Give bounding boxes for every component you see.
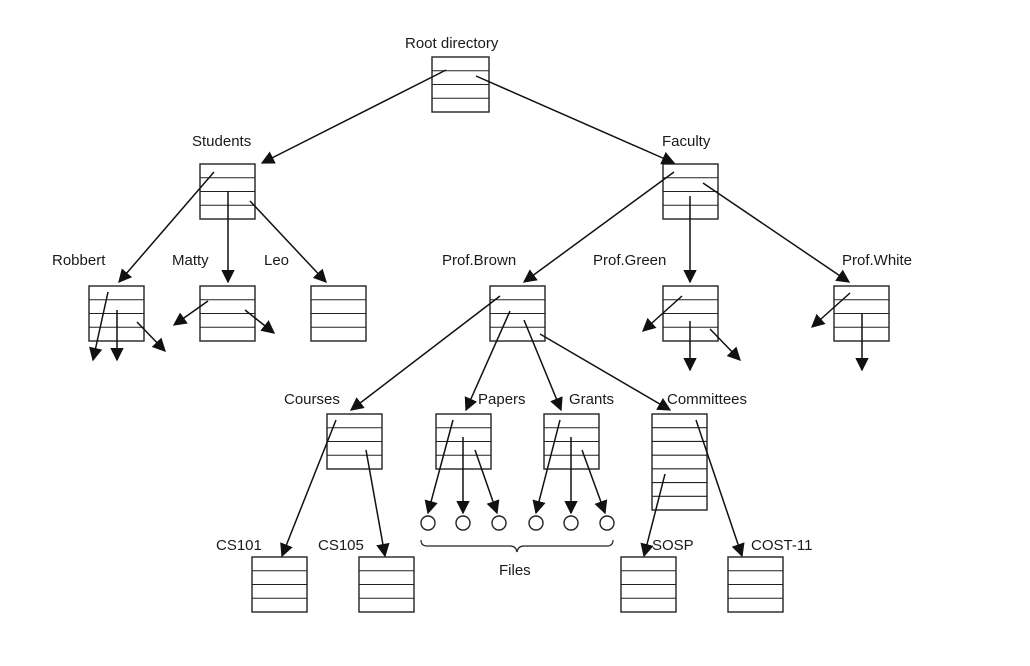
files-brace <box>420 539 614 553</box>
label-prof-white: Prof.White <box>842 252 913 269</box>
file-circle-1 <box>420 515 436 531</box>
edge-robbert-out-1 <box>89 291 109 362</box>
label-cs105: CS105 <box>318 537 364 554</box>
edge-faculty-to-prof-brown <box>522 171 675 283</box>
edge-grants-to-file-1 <box>532 419 561 515</box>
edge-papers-to-file-1 <box>424 419 454 515</box>
file-circle-6 <box>599 515 615 531</box>
file-circle-5 <box>563 515 579 531</box>
label-faculty: Faculty <box>662 133 711 150</box>
label-students: Students <box>192 133 252 150</box>
edge-grants-to-file-3 <box>581 449 608 515</box>
label-leo: Leo <box>264 252 290 269</box>
directory-box-courses <box>326 413 383 470</box>
edge-courses-to-cs105 <box>365 449 390 558</box>
directory-box-prof-brown <box>489 285 546 342</box>
edge-committees-to-sosp <box>640 473 666 558</box>
edge-prof-brown-to-courses <box>349 295 501 411</box>
edge-courses-to-cs101 <box>280 419 337 558</box>
label-committees: Committees <box>667 391 748 408</box>
edge-prof-green-out-1 <box>641 295 683 332</box>
edge-root-to-students <box>260 69 447 164</box>
directory-box-cost11 <box>727 556 784 613</box>
edge-matty-out-2 <box>244 309 276 334</box>
edge-matty-out-1 <box>172 300 209 326</box>
directory-box-root <box>431 56 490 113</box>
label-matty: Matty <box>172 252 209 269</box>
label-courses: Courses <box>284 391 340 408</box>
edge-committees-to-cost-11 <box>695 419 745 558</box>
edge-robbert-out-3 <box>136 321 166 352</box>
label-cs101: CS101 <box>216 537 262 554</box>
label-files: Files <box>499 562 531 579</box>
edge-prof-brown-to-grants <box>523 319 563 412</box>
label-prof-green: Prof.Green <box>593 252 667 269</box>
edge-prof-green-out-3 <box>709 328 741 361</box>
edge-root-to-faculty <box>475 75 676 165</box>
edge-faculty-to-prof-white <box>702 182 851 283</box>
edge-prof-brown-to-committees <box>539 333 672 411</box>
edge-papers-to-file-3 <box>474 449 500 515</box>
edge-students-to-leo <box>249 200 327 283</box>
directory-box-leo <box>310 285 367 342</box>
label-sosp: SOSP <box>652 537 694 554</box>
label-cost-11: COST-11 <box>751 537 813 554</box>
directory-box-committees <box>651 413 708 511</box>
directory-box-cs105 <box>358 556 415 613</box>
label-papers: Papers <box>478 391 526 408</box>
directory-box-cs101 <box>251 556 308 613</box>
label-grants: Grants <box>569 391 615 408</box>
directory-box-sosp <box>620 556 677 613</box>
file-circle-3 <box>491 515 507 531</box>
label-root-directory: Root directory <box>405 35 499 52</box>
file-circle-2 <box>455 515 471 531</box>
label-robbert: Robbert <box>52 252 106 269</box>
edge-prof-brown-to-papers <box>464 310 511 412</box>
edge-prof-white-out-1 <box>810 292 851 328</box>
file-circle-4 <box>528 515 544 531</box>
label-prof-brown: Prof.Brown <box>442 252 517 269</box>
edge-students-to-robbert <box>118 171 215 284</box>
directory-box-matty <box>199 285 256 342</box>
